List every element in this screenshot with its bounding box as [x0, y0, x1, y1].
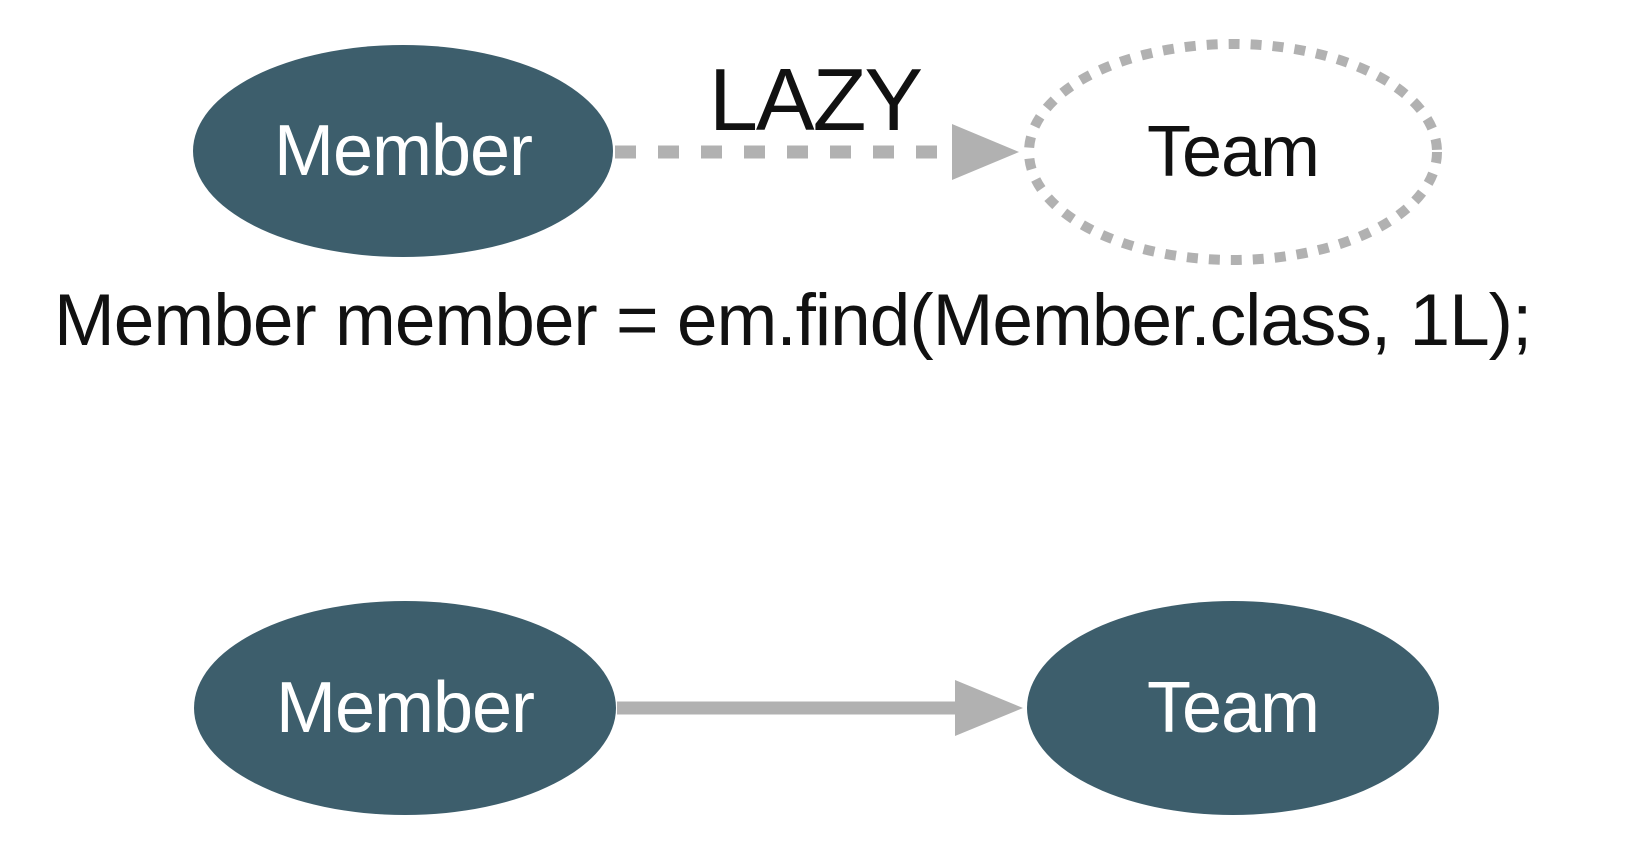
lazy-edge-label: LAZY — [709, 50, 921, 149]
member-entity-node-bottom — [194, 601, 616, 815]
team-proxy-label: Team — [1147, 112, 1319, 192]
lazy-edge-arrowhead — [952, 124, 1019, 180]
loaded-association-diagram: Member Team — [194, 601, 1439, 815]
team-entity-label: Team — [1147, 668, 1319, 748]
team-entity-node — [1027, 601, 1439, 815]
association-edge-arrowhead — [955, 680, 1023, 736]
member-entity-node — [193, 45, 613, 257]
code-statement: Member member = em.find(Member.class, 1L… — [54, 280, 1531, 361]
team-proxy-node — [1024, 39, 1442, 265]
member-entity-label-bottom: Member — [276, 668, 534, 748]
lazy-loading-diagram: Member LAZY Team — [193, 39, 1442, 265]
member-entity-label: Member — [274, 111, 532, 191]
